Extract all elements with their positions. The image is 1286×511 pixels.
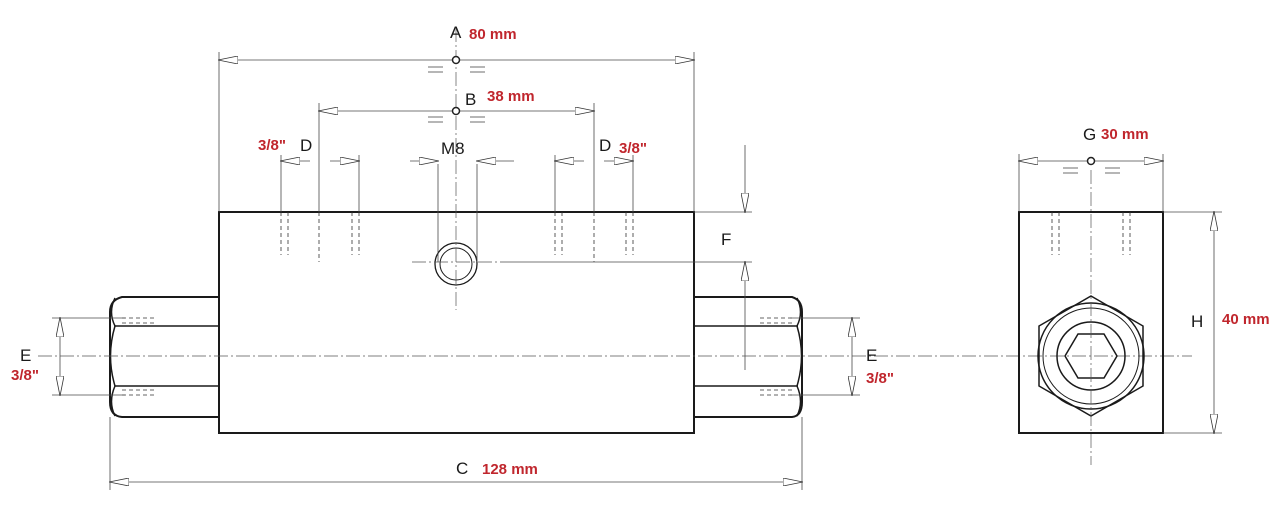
value-e-right: 3/8": [866, 370, 894, 387]
label-g: G: [1083, 125, 1096, 144]
label-f: F: [721, 230, 731, 249]
value-h: 40 mm: [1222, 311, 1270, 328]
label-b: B: [465, 90, 476, 109]
dimension-e-left: E 3/8": [11, 318, 125, 395]
dimension-f: F: [694, 145, 752, 370]
dimension-h: H 40 mm: [1163, 212, 1270, 433]
value-b: 38 mm: [487, 88, 535, 105]
hidden-ports: [280, 212, 634, 262]
dimension-g: G 30 mm: [1019, 125, 1163, 212]
dimension-a: A 80 mm: [219, 23, 694, 212]
dimension-m8: M8: [410, 139, 514, 161]
label-c: C: [456, 459, 468, 478]
label-m8: M8: [441, 139, 465, 158]
front-view: [38, 28, 1192, 434]
right-fitting: [694, 296, 803, 418]
dimension-b: B 38 mm: [319, 88, 594, 212]
value-a: 80 mm: [469, 26, 517, 43]
label-d-right: D: [599, 136, 611, 155]
label-e-right: E: [866, 346, 877, 365]
hex-socket: [1064, 333, 1118, 379]
value-g: 30 mm: [1101, 126, 1149, 143]
value-c: 128 mm: [482, 461, 538, 478]
label-e-left: E: [20, 346, 31, 365]
dimension-d-right: D 3/8": [555, 136, 647, 212]
dimension-e-right: E 3/8": [790, 318, 894, 395]
value-d-right: 3/8": [619, 140, 647, 157]
value-d-left: 3/8": [258, 137, 286, 154]
dimension-c: C 128 mm: [110, 417, 802, 490]
side-body: [1018, 211, 1164, 434]
valve-body: [218, 211, 695, 434]
left-fitting: [109, 296, 219, 418]
label-a: A: [450, 23, 462, 42]
m8-hole: [412, 28, 752, 310]
dimension-d-left: 3/8" D: [258, 136, 359, 212]
side-view: [1018, 170, 1164, 465]
value-e-left: 3/8": [11, 367, 39, 384]
label-d-left: D: [300, 136, 312, 155]
label-h: H: [1191, 312, 1203, 331]
